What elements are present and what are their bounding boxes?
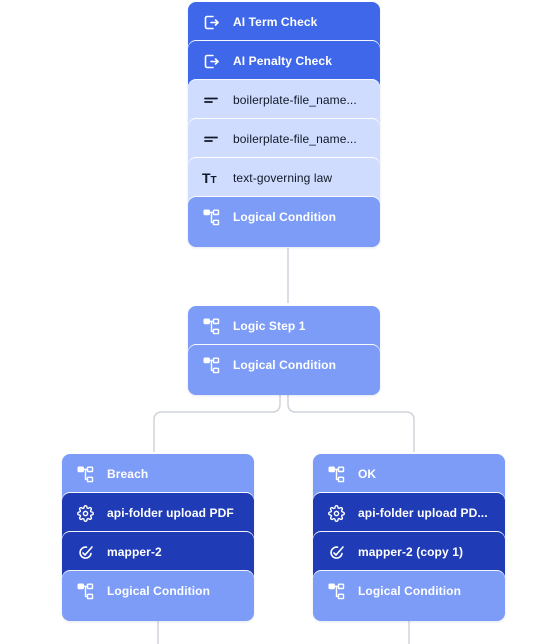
top-group: AI Term Check AI Penalty Check boilerplate… bbox=[188, 2, 380, 247]
node-logical-condition[interactable]: Logical Condition bbox=[188, 345, 380, 395]
node-label: api-folder upload PD... bbox=[358, 506, 488, 520]
node-label: Logical Condition bbox=[233, 358, 337, 372]
short-text-icon bbox=[202, 130, 220, 148]
flowchart-icon bbox=[202, 317, 220, 335]
node-logical-condition[interactable]: Logical Condition bbox=[313, 571, 505, 621]
right-branch-group: OK api-folder upload PD... mapper-2 (copy … bbox=[313, 454, 505, 621]
node-label: OK bbox=[358, 467, 377, 481]
flowchart-icon bbox=[202, 208, 220, 226]
gear-icon bbox=[76, 504, 94, 522]
mapper-icon bbox=[76, 543, 94, 561]
node-label: mapper-2 (copy 1) bbox=[358, 545, 464, 559]
connector-middle-to-right-branch bbox=[287, 395, 415, 452]
node-label: api-folder upload PDF bbox=[107, 506, 234, 520]
node-label: Breach bbox=[107, 467, 149, 481]
node-label: Logical Condition bbox=[107, 584, 211, 598]
node-label: Logical Condition bbox=[358, 584, 462, 598]
svg-text:T: T bbox=[202, 170, 211, 186]
node-logical-condition[interactable]: Logical Condition bbox=[188, 197, 380, 247]
flowchart-icon bbox=[76, 582, 94, 600]
node-label: text-governing law bbox=[233, 171, 333, 185]
flowchart-icon bbox=[327, 465, 345, 483]
node-label: Logic Step 1 bbox=[233, 319, 306, 333]
node-label: mapper-2 bbox=[107, 545, 162, 559]
gear-icon bbox=[327, 504, 345, 522]
short-text-icon bbox=[202, 91, 220, 109]
svg-text:T: T bbox=[211, 175, 217, 186]
flowchart-icon bbox=[76, 465, 94, 483]
node-label: boilerplate-file_name... bbox=[233, 93, 357, 107]
connector-middle-to-left-branch bbox=[153, 395, 281, 452]
export-icon bbox=[202, 52, 220, 70]
export-icon bbox=[202, 13, 220, 31]
flowchart-icon bbox=[327, 582, 345, 600]
node-logical-condition[interactable]: Logical Condition bbox=[62, 571, 254, 621]
flowchart-icon bbox=[202, 356, 220, 374]
middle-group: Logic Step 1 Logical Condition bbox=[188, 306, 380, 395]
node-label: boilerplate-file_name... bbox=[233, 132, 357, 146]
node-label: AI Term Check bbox=[233, 15, 318, 29]
node-label: Logical Condition bbox=[233, 210, 337, 224]
mapper-icon bbox=[327, 543, 345, 561]
node-label: AI Penalty Check bbox=[233, 54, 332, 68]
